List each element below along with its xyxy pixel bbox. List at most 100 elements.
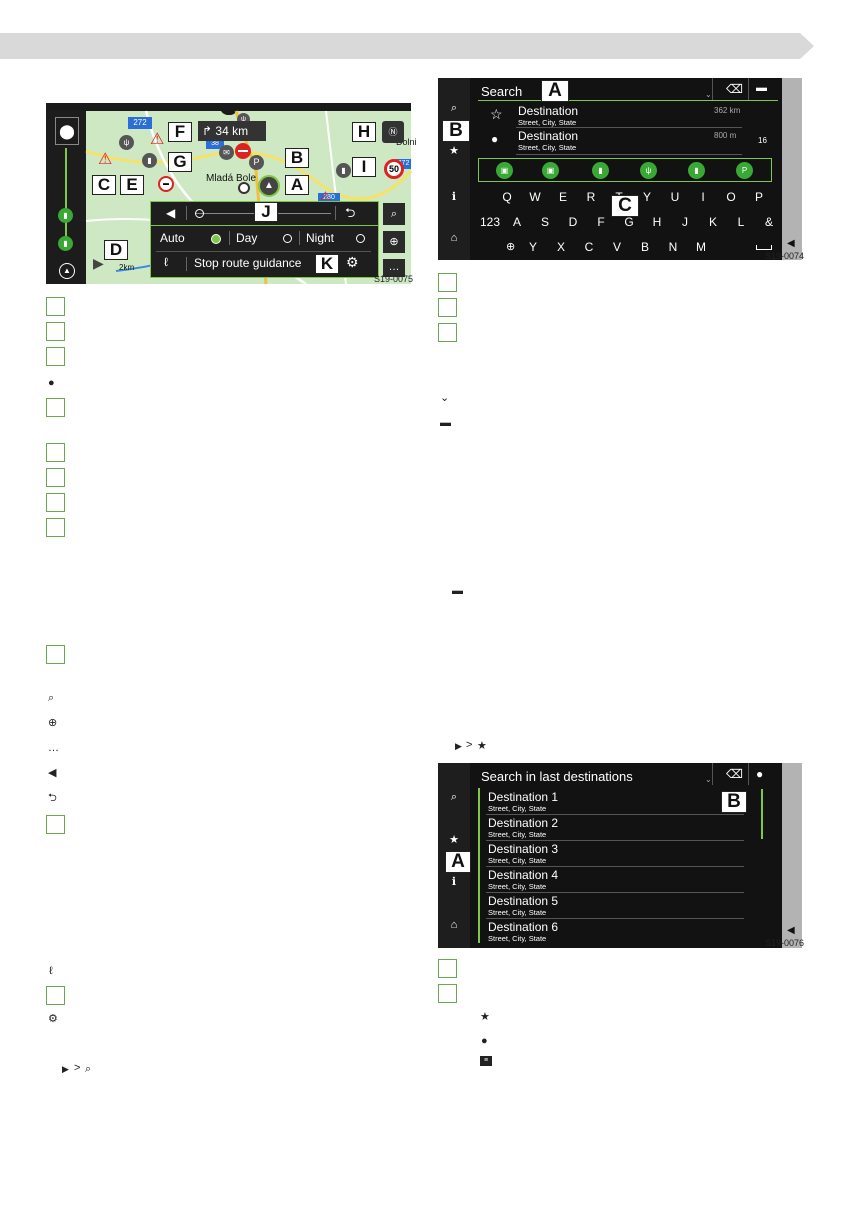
turn-distance: 34 km bbox=[215, 124, 249, 138]
day-mode-label: Day bbox=[236, 231, 258, 245]
list-item[interactable]: Destination Street, City, State bbox=[518, 104, 579, 127]
figure-code: S19-0074 bbox=[765, 251, 805, 261]
back-arrow-icon[interactable]: ◀ bbox=[787, 925, 795, 936]
key[interactable]: W bbox=[529, 190, 541, 204]
info-icon[interactable]: ℹ bbox=[451, 876, 457, 888]
bus-poi-icon[interactable]: ▣ bbox=[496, 162, 513, 179]
key[interactable]: F bbox=[597, 215, 605, 229]
key[interactable]: H bbox=[652, 215, 662, 229]
night-mode-radio[interactable] bbox=[356, 234, 365, 243]
legend-box bbox=[438, 959, 457, 978]
legend-box bbox=[46, 645, 65, 664]
more-options-icon[interactable]: … bbox=[383, 259, 405, 277]
key[interactable]: Q bbox=[502, 190, 512, 204]
key[interactable]: S bbox=[540, 215, 549, 229]
settings-gear-icon[interactable]: ⚙ bbox=[346, 254, 359, 270]
back-arrow-icon[interactable]: ◀ bbox=[787, 238, 795, 249]
pin-icon[interactable]: ⬤ bbox=[55, 117, 79, 145]
legend-box bbox=[46, 322, 65, 341]
chevron-down-icon[interactable]: ⌄ bbox=[705, 90, 712, 99]
favourites-icon[interactable]: ★ bbox=[449, 834, 459, 846]
space-key[interactable] bbox=[756, 245, 772, 250]
key[interactable]: C bbox=[584, 240, 594, 254]
legend-box bbox=[438, 323, 457, 342]
label-c: C bbox=[611, 195, 639, 217]
chevron-down-icon[interactable]: ⌄ bbox=[705, 775, 712, 784]
key[interactable]: Y bbox=[528, 240, 537, 254]
key[interactable]: P bbox=[754, 190, 763, 204]
destination-search-icon[interactable]: ⌕ bbox=[450, 102, 458, 114]
day-mode-radio[interactable] bbox=[283, 234, 292, 243]
location-pin-icon[interactable]: ● bbox=[756, 767, 764, 781]
map-view-icon[interactable]: ⊕ bbox=[383, 231, 405, 253]
key[interactable]: N bbox=[668, 240, 678, 254]
key[interactable]: G bbox=[624, 215, 634, 229]
stop-route-guidance-button[interactable]: Stop route guidance bbox=[194, 256, 302, 270]
delete-icon[interactable]: ⌫ bbox=[726, 82, 743, 96]
label-b: B bbox=[721, 791, 747, 813]
car-poi-icon[interactable]: ▣ bbox=[542, 162, 559, 179]
settings-gear-icon: ⚙ bbox=[48, 1013, 58, 1025]
map-select-icon: ▬ bbox=[452, 585, 463, 597]
auto-mode-radio[interactable] bbox=[211, 234, 221, 244]
map-select-icon[interactable]: ▬ bbox=[756, 82, 767, 94]
north-compass-icon[interactable]: Ⓝ bbox=[382, 121, 404, 143]
globe-icon[interactable]: ⊕ bbox=[506, 241, 516, 253]
key[interactable]: I bbox=[701, 190, 705, 204]
label-k: K bbox=[315, 254, 339, 274]
key[interactable]: O bbox=[726, 190, 736, 204]
key[interactable]: E bbox=[558, 190, 567, 204]
home-icon[interactable]: ⌂ bbox=[450, 919, 458, 931]
last-destinations-screenshot: ⌕ ★ ℹ ⌂ ◀ Search in last destinations ⌄ … bbox=[438, 763, 802, 948]
search-input[interactable]: Search bbox=[481, 84, 523, 99]
fuel-station-poi-icon[interactable]: ▮ bbox=[688, 162, 705, 179]
home-icon[interactable]: ⌂ bbox=[450, 232, 458, 244]
search-input[interactable]: Search in last destinations bbox=[481, 769, 633, 784]
legend-box bbox=[438, 273, 457, 292]
map-view-icon: ⊕ bbox=[48, 717, 58, 729]
destination-search-icon[interactable]: ⌕ bbox=[450, 791, 458, 803]
key[interactable]: K bbox=[708, 215, 717, 229]
key[interactable]: L bbox=[737, 215, 745, 229]
key[interactable]: Y bbox=[642, 190, 651, 204]
destination-search-icon[interactable]: ⌕ bbox=[383, 203, 405, 225]
list-item[interactable]: Destination Street, City, State bbox=[518, 129, 579, 152]
fuel-poi-icon[interactable]: ▮ bbox=[592, 162, 609, 179]
label-c: C bbox=[92, 175, 116, 195]
key[interactable]: B bbox=[640, 240, 649, 254]
favourites-icon[interactable]: ★ bbox=[449, 145, 459, 157]
info-icon[interactable]: ℹ bbox=[451, 191, 457, 203]
delete-icon[interactable]: ⌫ bbox=[726, 767, 743, 781]
key[interactable]: 123 bbox=[479, 215, 501, 229]
legend-box bbox=[438, 984, 457, 1003]
fuel-poi-icon: ▮ bbox=[58, 236, 73, 251]
key[interactable]: U bbox=[670, 190, 680, 204]
key[interactable]: V bbox=[612, 240, 621, 254]
key[interactable]: M bbox=[696, 240, 706, 254]
result-distance: 362 km bbox=[714, 106, 741, 115]
key[interactable]: & bbox=[764, 215, 773, 229]
mute-icon[interactable]: ◀ bbox=[166, 206, 176, 220]
key[interactable]: X bbox=[556, 240, 565, 254]
road-sign: 280 bbox=[318, 193, 340, 203]
key[interactable]: J bbox=[682, 215, 688, 229]
repeat-announcement-icon[interactable]: ⮌ bbox=[345, 205, 356, 220]
restaurant-poi-icon[interactable]: ψ bbox=[640, 162, 657, 179]
play-arrow-icon: ▶ bbox=[455, 741, 462, 751]
parking-poi-icon[interactable]: P bbox=[736, 162, 753, 179]
key[interactable]: R bbox=[586, 190, 596, 204]
key[interactable]: A bbox=[512, 215, 521, 229]
no-entry-icon bbox=[235, 143, 251, 159]
key[interactable]: D bbox=[568, 215, 578, 229]
warning-icon: ⚠ bbox=[320, 189, 331, 203]
compass-icon[interactable]: ▲ bbox=[59, 263, 75, 279]
fuel-icon: ▮ bbox=[142, 153, 157, 168]
label-a: A bbox=[541, 80, 569, 102]
road-sign: 272 bbox=[128, 117, 152, 129]
